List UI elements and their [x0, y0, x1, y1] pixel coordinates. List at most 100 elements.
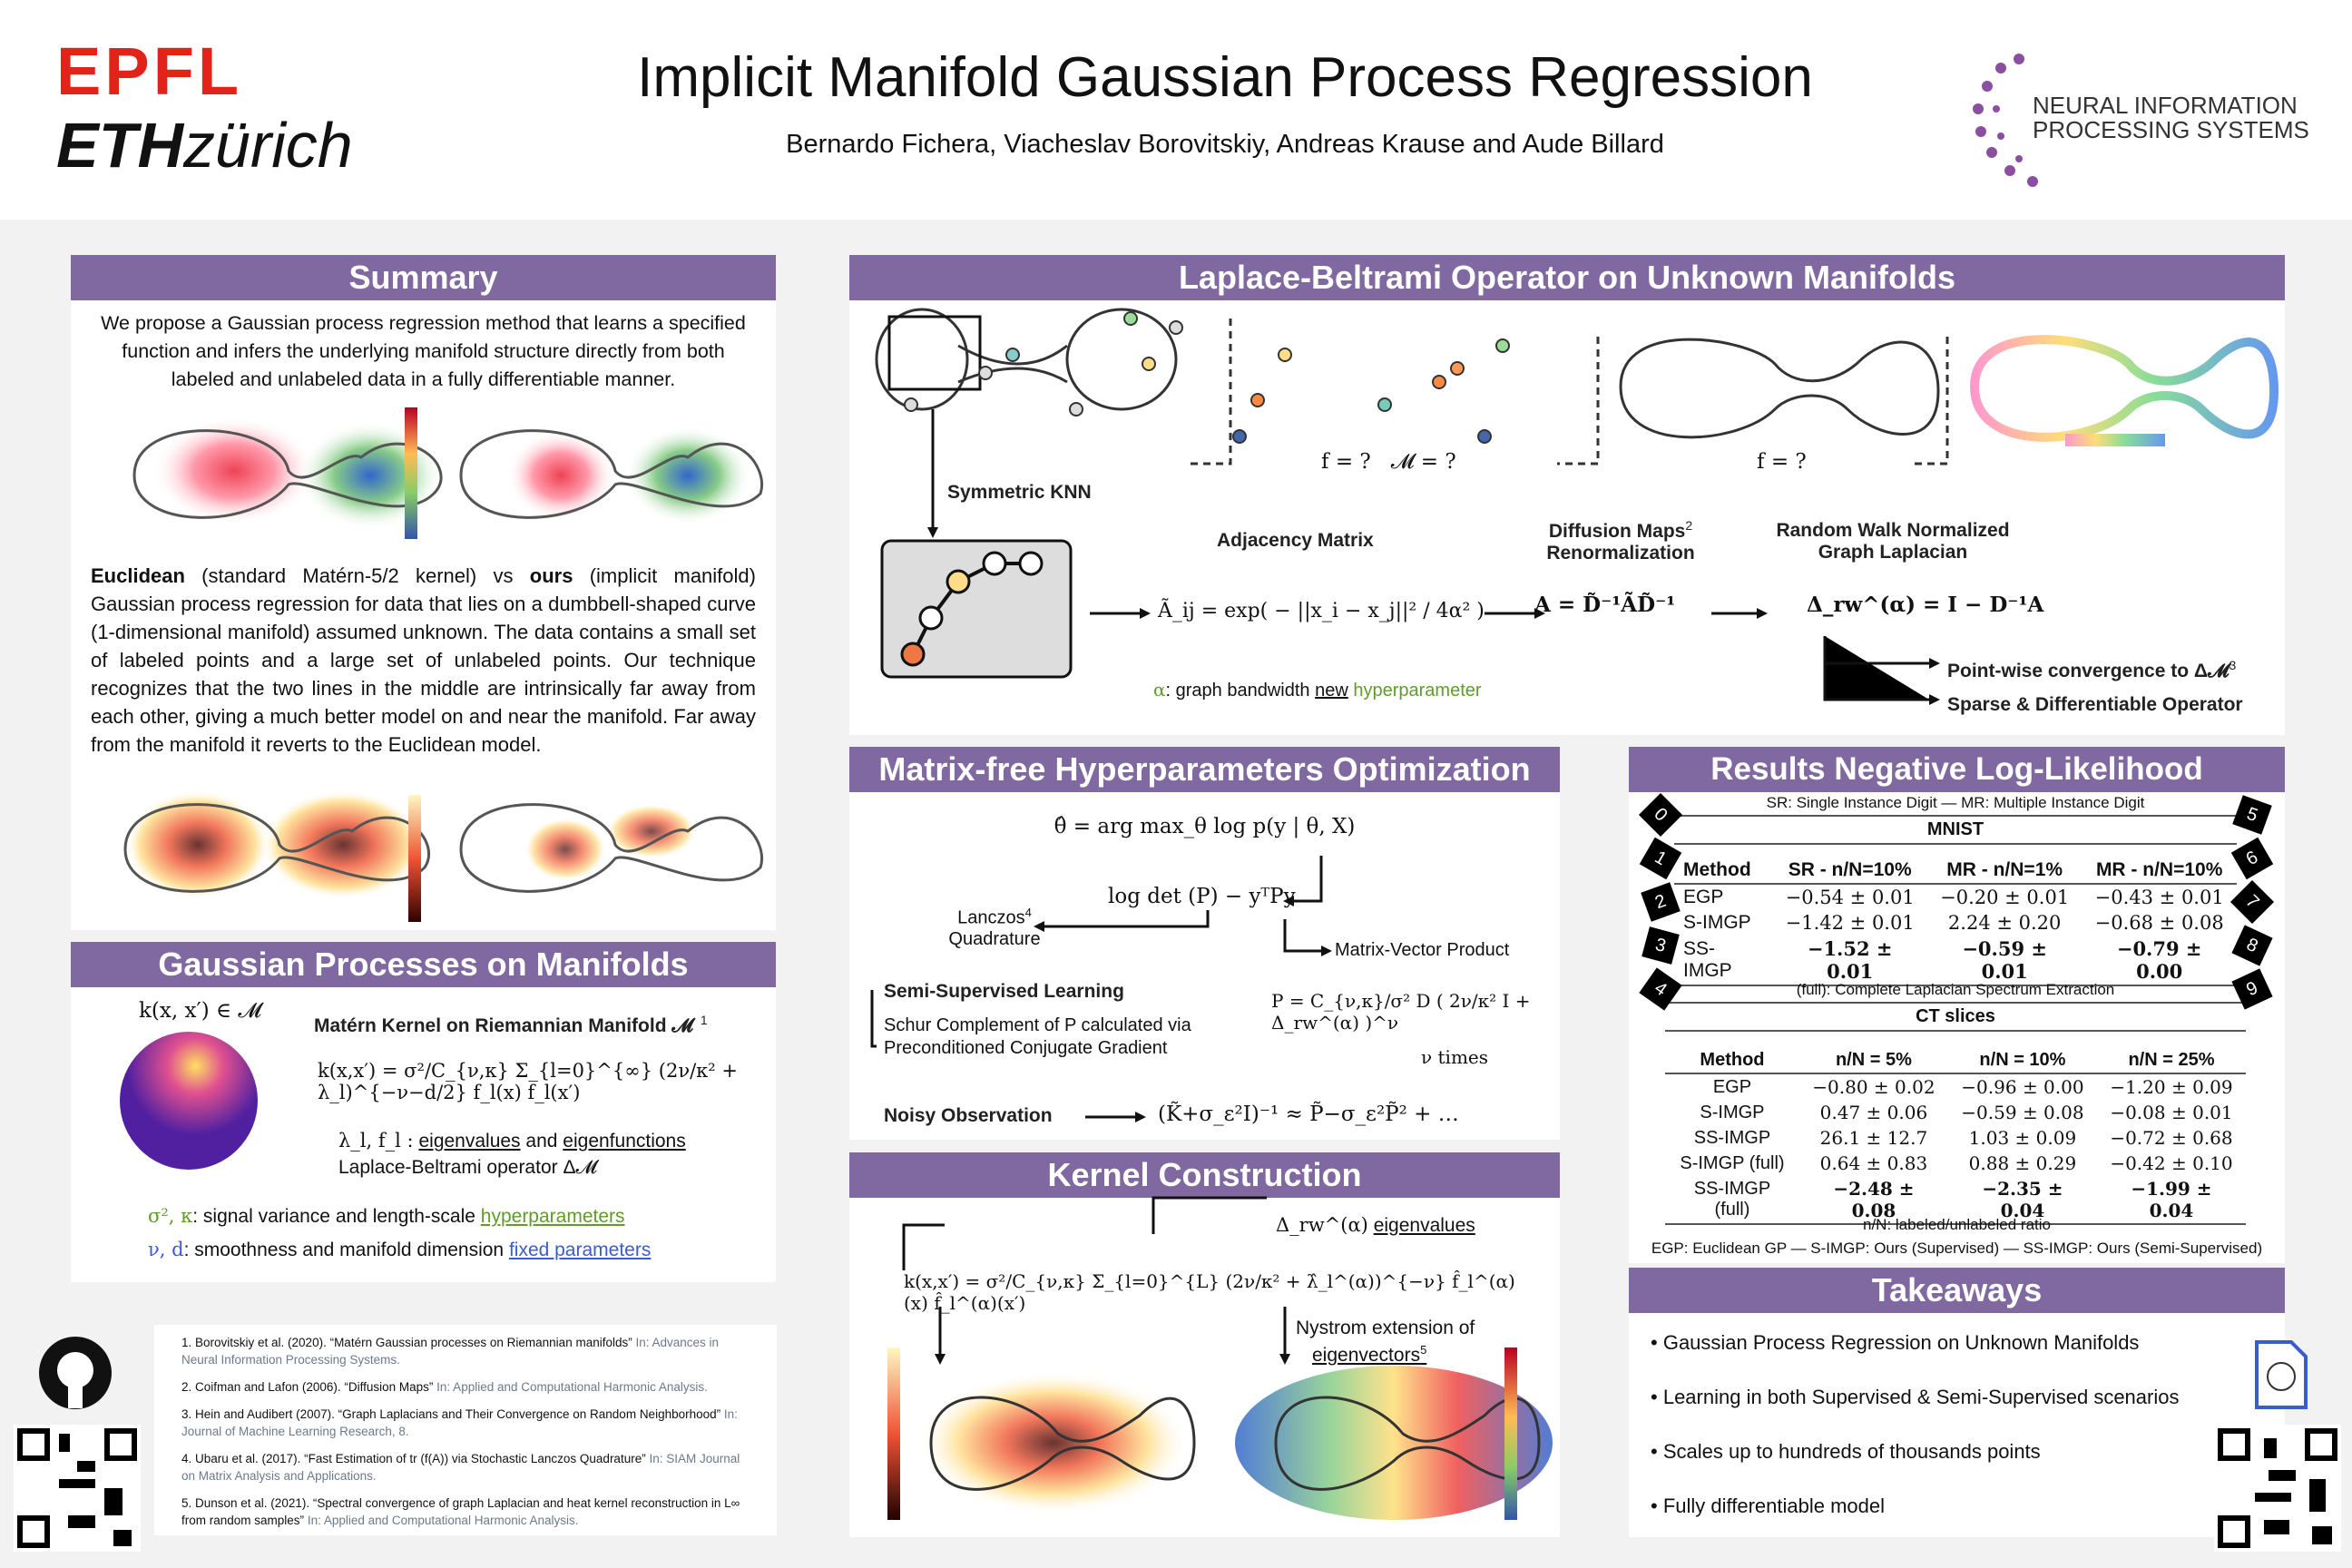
mnist-digits-left: 0 1 2 3 4 — [1638, 792, 1683, 1011]
header-cell: Method — [1683, 859, 1751, 880]
eigenfunctions-link[interactable]: eigenfunctions — [563, 1131, 686, 1152]
and-text: and — [525, 1131, 558, 1152]
qr-code-right-icon[interactable] — [2214, 1425, 2341, 1552]
takeaway-text: Fully differentiable model — [1662, 1494, 1885, 1517]
digit-image: 8 — [2231, 925, 2273, 966]
summary-intro: We propose a Gaussian process regression… — [101, 312, 746, 390]
cell: −1.42 ± 0.01 — [1785, 912, 1915, 934]
ref-main: 4. Ubaru et al. (2017). “Fast Estimation… — [181, 1452, 646, 1465]
takeaway-item: • Learning in both Supervised & Semi-Sup… — [1651, 1386, 2180, 1408]
rw-title1: Random Walk Normalized — [1776, 520, 2010, 541]
eigenvalues-line: Δ_rw^(α) eigenvalues — [1276, 1214, 1475, 1237]
eth-logo: ETHzürich — [56, 109, 353, 181]
ref-source: In: Applied and Computational Harmonic A… — [307, 1514, 579, 1527]
cell: −0.59 ± 0.01 — [1962, 937, 2047, 983]
diff-title1: Diffusion Maps — [1548, 521, 1686, 542]
header-cell: n/N = 5% — [1835, 1050, 1912, 1070]
takeaway-item: • Fully differentiable model — [1651, 1494, 1885, 1517]
github-icon[interactable] — [38, 1336, 113, 1410]
fixed-parameters-link[interactable]: fixed parameters — [508, 1240, 652, 1260]
cell: S-IMGP — [1700, 1102, 1765, 1122]
lanczos1: Lanczos — [957, 907, 1025, 928]
cell: 1.03 ± 0.09 — [1968, 1127, 2077, 1149]
takeaway-item: • Scales up to hundreds of thousands poi… — [1651, 1440, 2041, 1463]
header-cell: Method — [1700, 1050, 1765, 1070]
cell: EGP — [1683, 887, 1724, 907]
header: EPFL ETHzürich Implicit Manifold Gaussia… — [0, 0, 2352, 220]
reference-1: 1. Borovitskiy et al. (2020). “Matérn Ga… — [181, 1334, 750, 1368]
euclidean-label: Euclidean — [91, 564, 185, 587]
cell: −0.96 ± 0.00 — [1961, 1076, 2084, 1098]
cell: −0.20 ± 0.01 — [1940, 887, 2070, 908]
schur1: Schur Complement of P calculated via — [884, 1015, 1191, 1035]
table-row: EGP−0.54 ± 0.01−0.20 ± 0.01−0.43 ± 0.01 — [1674, 884, 2237, 910]
eig-sym: λ_l, f_l : — [338, 1130, 414, 1152]
poster-title: Implicit Manifold Gaussian Process Regre… — [637, 46, 1813, 109]
cell: 0.64 ± 0.83 — [1819, 1152, 1928, 1174]
table-row: SS-IMGP (full)−2.48 ± 0.08−2.35 ± 0.04−1… — [1665, 1176, 2246, 1224]
results-title: Results Negative Log-Likelihood — [1629, 747, 2285, 792]
pipeline-diagram — [875, 308, 2279, 705]
laplace-beltrami-panel: Laplace-Beltrami Operator on Unknown Man… — [849, 255, 2285, 735]
digit-image: 6 — [2230, 837, 2274, 880]
adjacency-formula: Ã_ij = exp( − ||x_i − x_j||² / 4α² ) — [1158, 600, 1485, 622]
ref-source: In: Advances in Neural Information Proce… — [181, 1336, 720, 1367]
cell: −2.48 ± 0.08 — [1833, 1178, 1915, 1221]
table-row: EGP−0.80 ± 0.02−0.96 ± 0.00−1.20 ± 0.09 — [1665, 1073, 2246, 1100]
matrixfree-arrows — [870, 856, 1332, 1122]
authors: Bernardo Fichera, Viacheslav Borovitskiy… — [786, 130, 1664, 159]
cell: −0.72 ± 0.68 — [2110, 1127, 2233, 1149]
neurips-logo-icon — [1973, 54, 2038, 187]
kernel-title: Kernel Construction — [849, 1152, 1560, 1198]
fp-text: : smoothness and manifold dimension — [183, 1240, 505, 1260]
reference-5: 5. Dunson et al. (2021). “Spectral conve… — [181, 1494, 750, 1529]
cell: −0.80 ± 0.02 — [1812, 1076, 1936, 1098]
fixedparam-line: ν, d: smoothness and manifold dimension … — [148, 1239, 651, 1261]
digit-image: 4 — [1639, 967, 1682, 1011]
knn-label: Symmetric KNN — [947, 482, 1092, 503]
reference-3: 3. Hein and Audibert (2007). “Graph Lapl… — [181, 1406, 750, 1440]
uncertainty-comparison-plot — [123, 790, 763, 922]
logdet-formula: log det (P) − yᵀPy — [1108, 885, 1296, 908]
eigenvectors-link[interactable]: eigenvectors5 — [1312, 1343, 1426, 1367]
ref-source: In: SIAM Journal on Matrix Analysis and … — [181, 1452, 740, 1483]
eigenvalues-link[interactable]: eigenvalues — [418, 1131, 521, 1152]
hyperparameters-link[interactable]: hyperparameters — [480, 1206, 625, 1227]
neurips-line2: PROCESSING SYSTEMS — [2033, 116, 2309, 143]
argmax-formula: θ̂ = arg max_θ log p(y | θ, X) — [1054, 815, 1356, 838]
digit-image: 1 — [1639, 837, 1682, 880]
takeaway-text: Scales up to hundreds of thousands point… — [1662, 1440, 2041, 1463]
cell: −1.20 ± 0.09 — [2110, 1076, 2233, 1098]
alpha-line: α: graph bandwidth new hyperparameter — [1153, 679, 1482, 701]
neurips-line1: NEURAL INFORMATION — [2033, 92, 2298, 119]
cell: SS-IMGP — [1683, 938, 1732, 981]
ref-source: In: Journal of Machine Learning Research… — [181, 1407, 738, 1438]
qr-code-left-icon[interactable] — [14, 1425, 141, 1552]
header-cell: n/N = 25% — [2128, 1050, 2215, 1070]
alpha-text: : graph bandwidth — [1165, 681, 1310, 701]
f-unknown-2: f = ? — [1757, 450, 1807, 474]
mnist-table-block: SR: Single Instance Digit — MR: Multiple… — [1674, 794, 2237, 986]
new-text: new — [1315, 681, 1348, 701]
paper-document-icon[interactable] — [2253, 1338, 2309, 1411]
digit-image: 0 — [1638, 792, 1683, 838]
cell: 2.24 ± 0.20 — [1947, 912, 2062, 934]
noisy-label: Noisy Observation — [884, 1105, 1053, 1126]
ours-label: ours — [529, 564, 573, 587]
f-unknown-1: f = ? 𝓜 = ? — [1321, 450, 1456, 474]
header-cell: MR - n/N=10% — [2095, 859, 2223, 880]
nystrom-label: Nystrom extension of — [1296, 1318, 1475, 1338]
ssl-label: Semi-Supervised Learning — [884, 981, 1124, 1002]
desc-part1: (standard Matérn-5/2 kernel) vs — [201, 564, 514, 587]
ratio-note: n/N: labeled/unlabeled ratio — [1863, 1216, 2051, 1233]
gp-title: Gaussian Processes on Manifolds — [71, 942, 776, 987]
kernel-eigenvalues-link[interactable]: eigenvalues — [1373, 1215, 1475, 1236]
